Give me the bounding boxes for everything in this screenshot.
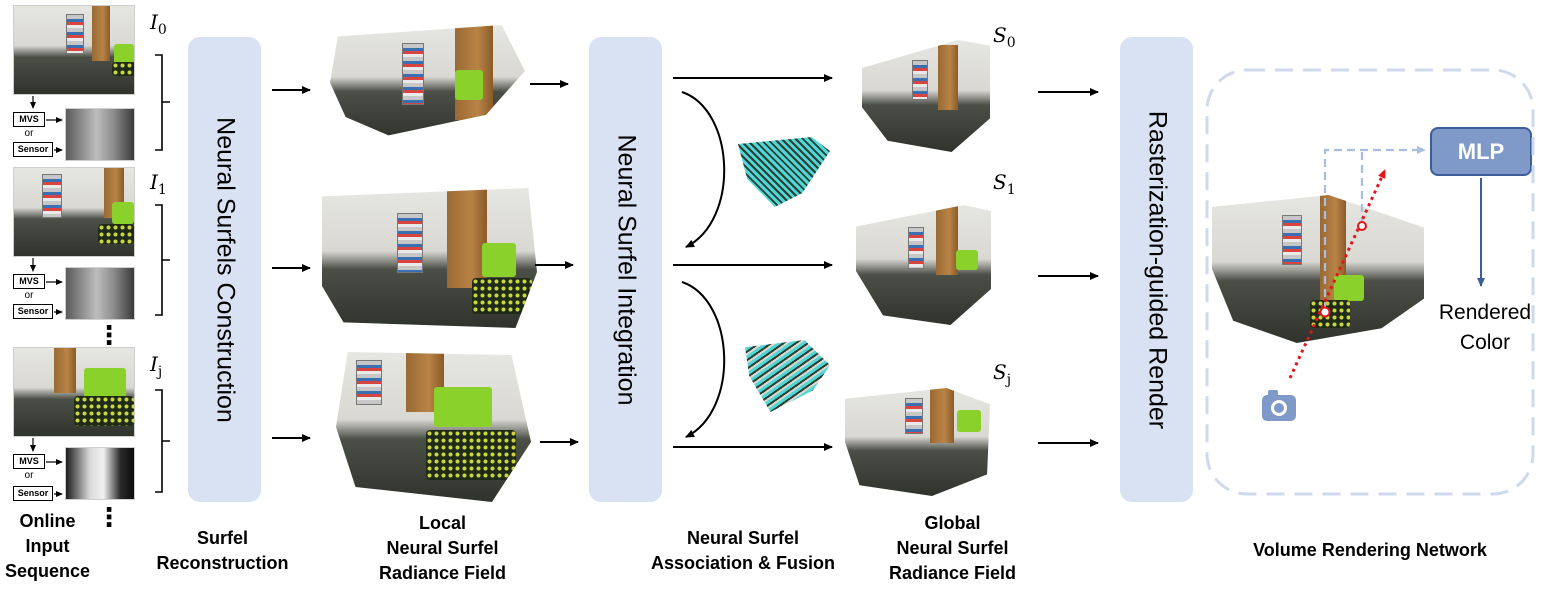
caption-local-field: Local Neural Surfel Radiance Field [378,513,507,583]
ellipsis-mid: ⋮ [96,320,122,350]
neural-surfel-integration-box: Neural Surfel Integration [589,37,662,502]
neural-surfels-construction-box: Neural Surfels Construction [188,37,261,502]
caption-surfel-reconstruction: Surfel Reconstruction [156,528,289,573]
global-label-1: S1 [993,170,1016,198]
sensor-box-j: Sensor [13,486,53,501]
global-field-1 [856,205,991,325]
input-frame-0 [13,5,135,95]
frame-label-1: I1 [150,170,167,198]
rendered-line-1: Rendered [1438,301,1532,324]
global-label-j: Sj [993,360,1012,388]
global-label-0: S0 [993,23,1016,51]
rendered-line-2: Color [1459,331,1511,354]
local-field-j [336,352,531,502]
depth-map-1 [65,267,135,320]
ellipsis-bottom: ⋮ [96,502,122,532]
camera-icon [1262,390,1296,421]
caption-association-fusion: Neural Surfel Association & Fusion [650,528,836,573]
mvs-box-1: MVS [13,274,45,289]
caption-volume-rendering: Volume Rendering Network [1253,540,1487,560]
or-label-j: or [24,470,34,481]
depth-map-j [65,447,135,500]
or-label-1: or [24,290,34,301]
sensor-box-1: Sensor [13,304,53,319]
frame-label-0: I0 [150,10,167,38]
input-frame-j [13,347,135,437]
mvs-box-0: MVS [13,112,45,127]
global-field-j [845,388,990,496]
input-frame-1 [13,167,135,257]
caption-input-sequence: Online Input Sequence [4,511,91,581]
depth-map-0 [65,108,135,161]
mvs-box-j: MVS [13,454,45,469]
caption-global-field: Global Neural Surfel Radiance Field [888,513,1017,583]
frame-label-j: Ij [150,352,163,380]
rendered-color-label: Rendered Color [1410,298,1541,358]
rasterization-render-box: Rasterization-guided Render [1120,37,1193,502]
sensor-box-0: Sensor [13,142,53,157]
mlp-block: MLP [1430,127,1532,176]
or-label-0: or [24,128,34,139]
local-field-1 [322,188,537,328]
